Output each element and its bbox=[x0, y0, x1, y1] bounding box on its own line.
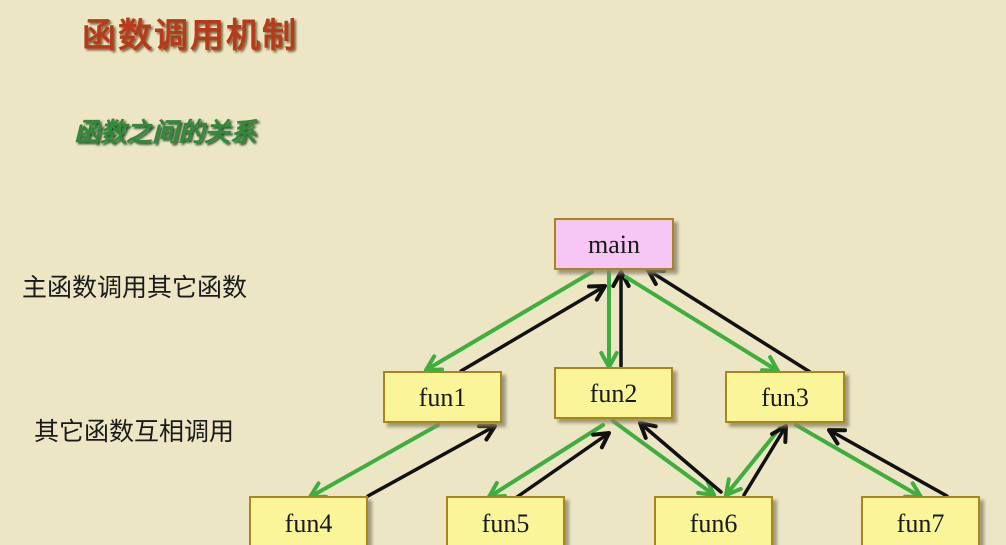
edge-return-fun3-to-main bbox=[646, 268, 812, 374]
edge-call-fun3-to-fun6 bbox=[724, 426, 782, 497]
node-fun4: fun4 bbox=[249, 496, 368, 545]
node-label-fun3: fun3 bbox=[761, 383, 809, 412]
node-label-main: main bbox=[588, 230, 640, 259]
edge-return-fun6-to-fun3 bbox=[742, 424, 788, 497]
node-box-fun4 bbox=[249, 496, 368, 545]
slide-title: 函数调用机制 bbox=[82, 16, 298, 56]
edge-return-fun4-to-fun1 bbox=[366, 424, 497, 498]
edge-return-fun2-to-main bbox=[611, 270, 631, 368]
node-box-fun6 bbox=[654, 496, 773, 545]
node-fun3: fun3 bbox=[725, 371, 845, 423]
label-main-calls-others: 主函数调用其它函数 bbox=[22, 273, 248, 302]
node-fun6: fun6 bbox=[654, 496, 773, 545]
edge-return-fun1-to-main bbox=[459, 284, 607, 373]
node-box-fun7 bbox=[861, 496, 980, 545]
edge-call-main-to-fun1 bbox=[424, 270, 594, 372]
node-box-fun2 bbox=[554, 367, 673, 419]
node-fun1: fun1 bbox=[383, 371, 502, 423]
node-box-fun5 bbox=[446, 496, 565, 545]
node-label-fun1: fun1 bbox=[419, 383, 467, 412]
node-box-fun3 bbox=[725, 371, 845, 423]
node-box-fun1 bbox=[383, 371, 502, 423]
node-fun5: fun5 bbox=[446, 496, 565, 545]
edge-call-fun1-to-fun4 bbox=[308, 423, 440, 499]
edge-return-fun5-to-fun2 bbox=[515, 431, 611, 499]
node-main: main bbox=[554, 218, 674, 270]
node-label-fun6: fun6 bbox=[690, 509, 738, 538]
node-label-fun7: fun7 bbox=[897, 509, 945, 538]
node-fun7: fun7 bbox=[861, 496, 980, 545]
edge-return-fun6-to-fun2 bbox=[638, 421, 723, 494]
edges-layer bbox=[308, 268, 949, 499]
nodes-layer: main fun1 fun2 fun3 fun4 fun5 fun6 fun7 bbox=[249, 218, 980, 545]
edge-return-fun7-to-fun3 bbox=[827, 428, 949, 498]
slide-subtitle: 函数之间的关系 bbox=[74, 118, 257, 148]
edge-call-fun2-to-fun6 bbox=[611, 419, 716, 497]
label-others-call-each-other: 其它函数互相调用 bbox=[34, 417, 235, 446]
node-box-main bbox=[554, 218, 674, 270]
edge-call-fun3-to-fun7 bbox=[794, 423, 923, 499]
node-label-fun5: fun5 bbox=[482, 509, 530, 538]
node-label-fun4: fun4 bbox=[285, 509, 333, 538]
edge-call-fun2-to-fun5 bbox=[487, 423, 605, 499]
edge-call-main-to-fun3 bbox=[624, 275, 780, 373]
node-fun2: fun2 bbox=[554, 367, 673, 419]
node-label-fun2: fun2 bbox=[590, 379, 638, 408]
